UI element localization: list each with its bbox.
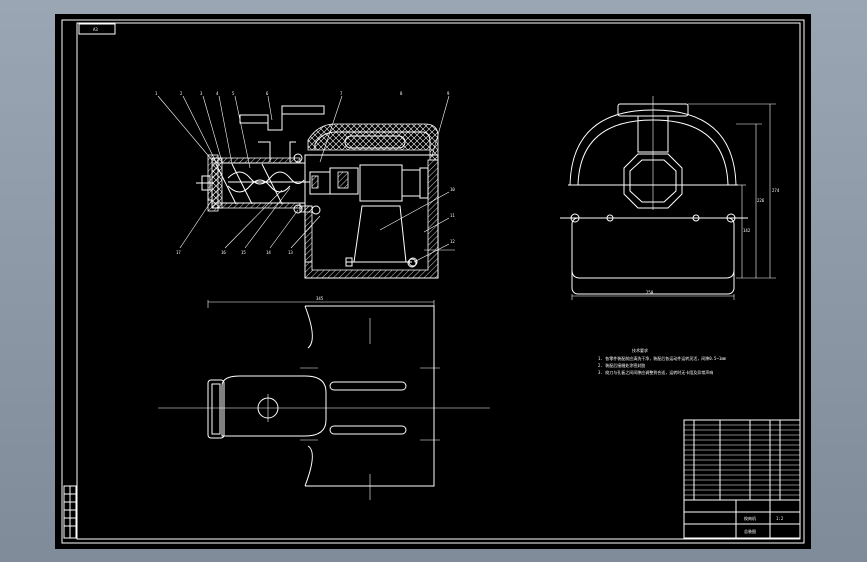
left-margin-block: [63, 485, 77, 539]
part-no-5: 5: [232, 91, 235, 96]
part-no-2: 2: [180, 91, 183, 96]
front-view: 274 226 142 250: [560, 96, 780, 300]
title-block: 绞肉机 1:2 总装图: [683, 419, 801, 539]
dim-250: 250: [646, 290, 654, 295]
title-tag-box: [78, 23, 116, 35]
drawing-name: 绞肉机: [744, 515, 756, 521]
part-no-14: 14: [266, 250, 271, 255]
drawing-sheet-label: 总装图: [744, 528, 756, 534]
note-2: 2. 装配后接缝处涂密封胶: [598, 362, 645, 368]
part-no-7: 7: [340, 91, 343, 96]
part-no-6: 6: [266, 91, 269, 96]
dim-345: 345: [316, 296, 324, 301]
part-no-4: 4: [216, 91, 219, 96]
inner-border: [76, 22, 801, 540]
section-view: 1 2 3 4 5 6 7 8 9 10 11 12 13 14 15 16 1…: [155, 91, 455, 279]
part-no-1: 1: [155, 91, 158, 96]
part-number-callouts: 1 2 3 4 5 6 7 8 9 10 11 12 13 14 15 16 1…: [155, 91, 455, 263]
dim-274: 274: [772, 188, 780, 193]
part-no-8: 8: [400, 91, 403, 96]
part-no-11: 11: [450, 213, 455, 218]
drawing-scale: 1:2: [776, 516, 784, 521]
note-3: 3. 绞刀与孔板之间间隙应调整到合适，运转时无卡阻及异常声响: [598, 369, 713, 375]
part-no-17: 17: [176, 250, 181, 255]
motor-block: [359, 164, 403, 202]
part-no-9: 9: [447, 91, 450, 96]
part-no-3: 3: [200, 91, 203, 96]
drawing-sheet: [55, 14, 811, 549]
parts-list-rows: [684, 424, 800, 496]
top-view: 345: [158, 296, 490, 500]
technical-notes: 技术要求 1. 各零件装配前应清洗干净，装配后各运动件运转灵活，间隙0.5~1m…: [598, 347, 727, 375]
title-tag: A3: [93, 27, 98, 32]
part-no-12: 12: [450, 239, 455, 244]
part-no-10: 10: [450, 187, 455, 192]
dim-226: 226: [757, 198, 765, 203]
note-1: 1. 各零件装配前应清洗干净，装配后各运动件运转灵活，间隙0.5~1mm: [598, 355, 727, 361]
part-no-15: 15: [241, 250, 246, 255]
notes-heading: 技术要求: [632, 347, 648, 353]
part-no-13: 13: [288, 250, 293, 255]
part-no-16: 16: [221, 250, 226, 255]
outer-border: [61, 19, 805, 544]
dim-142: 142: [743, 228, 751, 233]
